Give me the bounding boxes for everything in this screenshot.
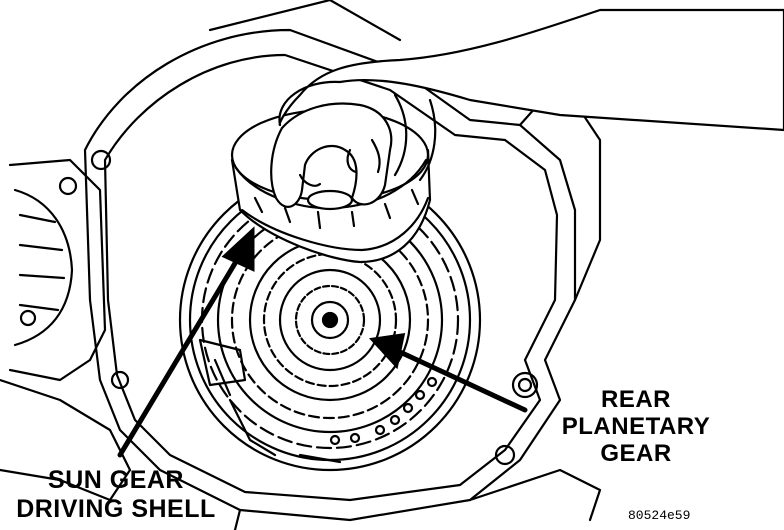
sun-gear-leader-line	[117, 252, 243, 458]
rear-planetary-hub	[310, 300, 350, 340]
ring-hole-2	[389, 414, 401, 426]
ring-hole-6	[329, 434, 341, 446]
case-inner-wall	[103, 53, 559, 502]
case-bolt-hole-3	[494, 444, 516, 466]
rear-planetary-gear-callout: REAR PLANETARY GEAR	[548, 388, 724, 469]
ring-hole-3	[402, 402, 414, 414]
rear-planetary-leader-line	[397, 349, 528, 413]
left-slot-details	[198, 338, 247, 387]
sun-gear-driving-shell-callout: SUN GEAR DRIVING SHELL	[0, 468, 232, 526]
callout-line: DRIVING SHELL	[16, 495, 216, 523]
shell-lower-edge	[240, 196, 430, 252]
figure-id: 80524e59	[628, 508, 691, 523]
lower-slot-details	[213, 358, 342, 464]
rear-planetary-arrowhead	[368, 333, 406, 370]
case-bottom-left	[233, 508, 242, 530]
callout-line: PLANETARY	[561, 413, 711, 440]
callout-line: GEAR	[600, 440, 672, 467]
case-bolt-hole-2	[511, 371, 539, 399]
shell-tabs	[253, 188, 420, 230]
case-top-ridge	[208, 0, 402, 42]
case-bolt-hole-4	[110, 370, 130, 390]
rear-planetary-splines	[294, 284, 366, 356]
left-housing-detail	[13, 188, 74, 347]
shell-hub	[306, 189, 354, 211]
ring-hole-5	[426, 376, 438, 388]
ring-hole-7	[349, 432, 361, 444]
thumb	[270, 102, 393, 208]
case-bottom-right	[468, 468, 602, 522]
transmission-case-outline	[83, 28, 577, 522]
rear-planetary-ring	[262, 252, 398, 388]
left-lower-bracket	[0, 378, 132, 502]
ring-hole-1	[374, 424, 386, 436]
callout-line: REAR	[600, 386, 671, 413]
case-bolt-hole-1	[90, 149, 112, 171]
left-housing	[8, 158, 107, 382]
case-bolt-hole-2-inner	[517, 377, 533, 393]
callout-line: SUN GEAR	[48, 466, 184, 494]
rear-planetary-carrier	[278, 268, 382, 372]
left-bolt-1	[58, 176, 78, 196]
ring-hole-4	[414, 389, 426, 401]
rear-planetary-center	[321, 311, 339, 329]
fingers	[393, 93, 437, 182]
knuckle-lines	[298, 138, 381, 187]
left-bolt-2	[19, 309, 37, 327]
sun-gear-arrowhead	[221, 226, 255, 272]
left-housing-ribs	[18, 213, 66, 312]
hand-outline	[278, 8, 784, 132]
